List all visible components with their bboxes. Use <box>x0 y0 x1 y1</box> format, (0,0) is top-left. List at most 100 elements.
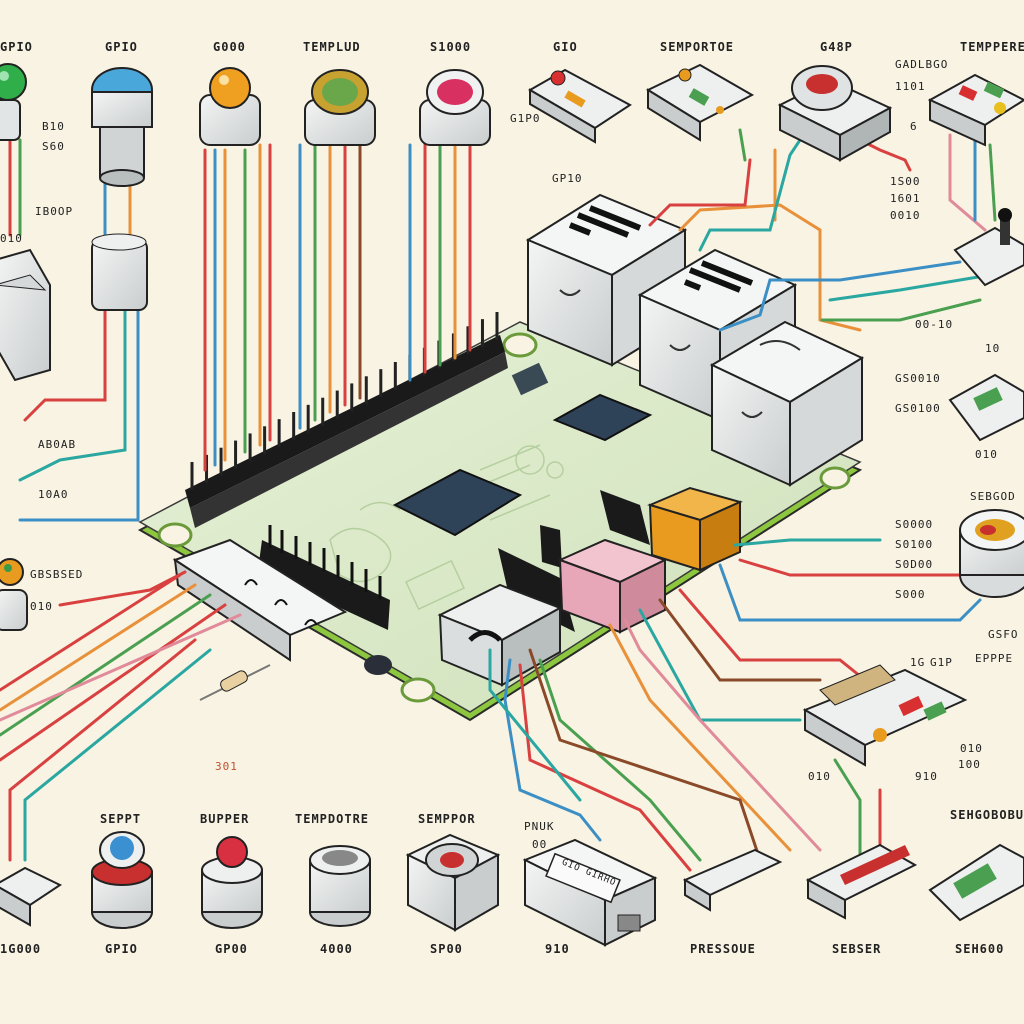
bottom-header-module <box>805 843 918 920</box>
label-00: 00 <box>532 838 548 851</box>
temperature-sensor-bottom <box>309 845 371 927</box>
label-semppor: SEMPPOR <box>418 812 476 826</box>
label-gbsbsed: GBSBSED <box>30 568 84 581</box>
wire <box>0 583 197 712</box>
pnuk-module <box>522 838 658 947</box>
wire <box>718 260 962 332</box>
wire <box>678 588 867 682</box>
label-g1p0: G1P0 <box>510 112 541 125</box>
ram-chip <box>552 393 653 442</box>
usb-port-2 <box>709 320 865 487</box>
label-gs0100: GS0100 <box>895 402 941 415</box>
label-s1000: S1000 <box>430 40 472 54</box>
label-1101: 1101 <box>895 80 926 93</box>
label-tempere: TEMPPERE <box>960 40 1024 54</box>
label-4000: 4000 <box>320 942 353 956</box>
label-100: 100 <box>958 758 981 771</box>
wire <box>488 648 582 802</box>
label-6: 6 <box>910 120 918 133</box>
wire <box>828 273 992 302</box>
label-910: 910 <box>915 770 938 783</box>
label-301: 301 <box>215 760 238 773</box>
label-gp00: GP00 <box>215 942 248 956</box>
label-s60: S60 <box>42 140 65 153</box>
button-cap <box>364 655 392 675</box>
wire <box>0 593 212 737</box>
ethernet-port <box>525 193 688 367</box>
label-tempdotre: TEMPDOTRE <box>295 812 370 826</box>
label-sensobu: SEHGOBOBU <box>950 808 1024 822</box>
wire <box>0 603 227 762</box>
label-sept: SEPPT <box>100 812 142 826</box>
right-round-sensor <box>959 509 1024 598</box>
bottom-left-board <box>0 866 63 927</box>
label-seh600: SEH600 <box>955 942 1005 956</box>
wire <box>718 563 982 622</box>
wire-bundle <box>0 128 997 872</box>
mount-hole <box>819 466 851 490</box>
wire <box>948 133 987 232</box>
joystick-module <box>953 208 1024 287</box>
led-green-top <box>0 63 27 141</box>
label-010-right: 010 <box>975 448 998 461</box>
module-board-top-right <box>927 73 1024 147</box>
module-board-top <box>645 63 755 142</box>
label-gs0010: GS0010 <box>895 372 941 385</box>
wire <box>738 558 962 577</box>
left-relay-module <box>0 248 51 382</box>
label-010c: 010 <box>960 742 983 755</box>
wire <box>528 648 762 862</box>
label-s0d00: S0D00 <box>895 558 934 571</box>
sensor-cube-bottom <box>405 833 501 932</box>
small-chip <box>511 362 549 396</box>
left-resistor <box>199 664 271 701</box>
wire <box>858 138 912 172</box>
wire <box>623 618 822 852</box>
module-button-top <box>528 68 632 144</box>
label-ab0ab: AB0AB <box>38 438 77 451</box>
label-semporote: SEMPORTOE <box>660 40 735 54</box>
wire <box>0 573 182 692</box>
label-0010: 0010 <box>890 209 921 222</box>
wire <box>608 623 792 852</box>
button-red-bottom <box>201 836 263 929</box>
label-g48p: G48P <box>820 40 853 54</box>
label-010d: 010 <box>808 770 831 783</box>
label-010b: 010 <box>30 600 53 613</box>
label-epppe: EPPPE <box>975 652 1014 665</box>
label-ib0op: IB0OP <box>35 205 74 218</box>
wire <box>648 158 752 227</box>
label-10a0: 10A0 <box>38 488 69 501</box>
wire <box>58 570 187 607</box>
wire <box>538 658 702 862</box>
wire <box>658 598 822 682</box>
wire <box>738 128 747 162</box>
hdmi-connector <box>437 583 563 687</box>
label-gpio-bottom: GPIO <box>105 942 138 956</box>
sensor-red-cube-top <box>777 65 893 162</box>
led-orange-top <box>199 67 261 146</box>
wire <box>833 758 862 872</box>
label-1g: 1G <box>910 656 926 669</box>
label-senser: SEBSER <box>832 942 882 956</box>
wire <box>18 308 127 482</box>
sensor-red-top <box>419 69 491 146</box>
wire <box>733 538 882 547</box>
button-blue-bottom <box>91 831 153 929</box>
label-gpio-1: GPIO <box>0 40 33 54</box>
mount-hole <box>400 677 436 703</box>
label-1s00: 1S00 <box>890 175 921 188</box>
label-gio: GIO <box>553 40 578 54</box>
label-sp00: SP00 <box>430 942 463 956</box>
wire <box>8 638 197 862</box>
wire <box>23 648 212 862</box>
label-pnuk: PNUK <box>524 820 555 833</box>
pink-connector <box>557 538 668 634</box>
label-bupper: BUPPER <box>200 812 250 826</box>
wire <box>678 203 862 332</box>
label-s0000: S0000 <box>895 518 934 531</box>
label-1601: 1601 <box>890 192 921 205</box>
label-gadlbgo: GADLBGO <box>895 58 949 71</box>
wire <box>820 298 982 322</box>
